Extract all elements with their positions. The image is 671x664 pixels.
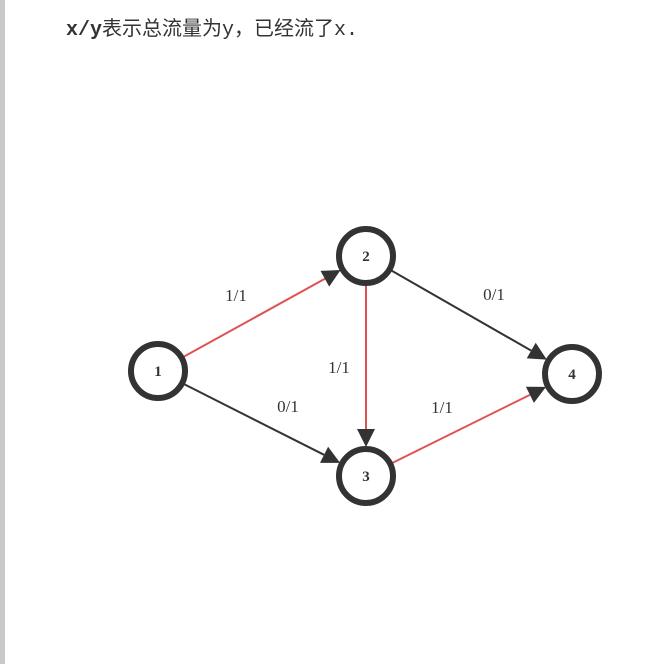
node-circle-3 <box>336 446 396 506</box>
node-circle-2 <box>336 226 396 286</box>
edge-label-2-3: 1/1 <box>328 358 350 377</box>
node-2: 2 <box>336 226 396 286</box>
caption-notation: x/y <box>66 19 103 42</box>
node-label-4: 4 <box>568 367 576 383</box>
edge-label-2-4: 0/1 <box>483 285 505 304</box>
edge-1-2 <box>181 277 326 359</box>
node-1: 1 <box>128 341 188 401</box>
arrowhead-1-2 <box>320 270 341 287</box>
arrowhead-1-3 <box>320 446 341 463</box>
caption-middle: 表示总流量为 <box>102 18 223 40</box>
arrowhead-2-3 <box>357 429 375 447</box>
notation-caption: x/y表示总流量为y，已经流了x. <box>66 14 358 46</box>
node-circle-4 <box>542 344 602 404</box>
edge-label-3-4: 1/1 <box>431 398 453 417</box>
arrowhead-3-4 <box>525 386 546 403</box>
caption-flow-var: x <box>334 19 347 42</box>
node-circle-1 <box>128 341 188 401</box>
node-3: 3 <box>336 446 396 506</box>
edge-label-1-3: 0/1 <box>277 397 299 416</box>
caption-total-var: y <box>222 19 235 42</box>
node-label-2: 2 <box>362 249 370 265</box>
edge-3-4 <box>389 393 531 465</box>
node-label-3: 3 <box>362 469 370 485</box>
edge-label-1-2: 1/1 <box>225 286 247 305</box>
edge-2-4 <box>388 268 532 352</box>
edge-1-3 <box>181 382 325 456</box>
caption-end: . <box>346 19 359 42</box>
caption-sep: ，已经流了 <box>234 18 335 40</box>
node-label-1: 1 <box>154 364 162 380</box>
arrowhead-2-4 <box>526 342 547 360</box>
left-border <box>0 0 5 664</box>
node-4: 4 <box>542 344 602 404</box>
